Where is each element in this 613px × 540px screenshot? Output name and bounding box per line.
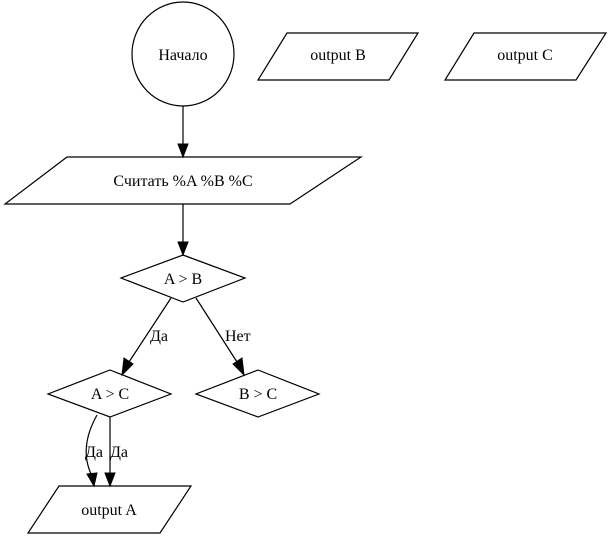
node-start[interactable]: Начало bbox=[131, 1, 235, 107]
node-read-input-label: Считать %A %B %C bbox=[113, 173, 252, 190]
edge-cond-ac-to-output-a-curved: Да bbox=[85, 414, 103, 488]
arrowhead-icon bbox=[121, 357, 134, 377]
node-start-label: Начало bbox=[158, 47, 207, 64]
node-cond-a-gt-c-label: A > C bbox=[91, 386, 129, 403]
node-cond-a-gt-b[interactable]: A > B bbox=[119, 254, 247, 303]
node-cond-a-gt-b-label: A > B bbox=[164, 271, 202, 288]
node-output-b[interactable]: output B bbox=[256, 32, 420, 81]
node-output-a[interactable]: output A bbox=[26, 485, 193, 534]
edge-start-to-read bbox=[177, 106, 189, 159]
edge-cond-ab-to-cond-ac: Да bbox=[121, 297, 172, 377]
edge-label-yes: Да bbox=[85, 444, 103, 461]
edge-read-to-cond-ab bbox=[177, 204, 189, 257]
arrowhead-icon bbox=[104, 472, 116, 488]
node-cond-a-gt-c[interactable]: A > C bbox=[46, 369, 173, 418]
arrowhead-icon bbox=[177, 241, 189, 257]
arrowhead-icon bbox=[177, 143, 189, 159]
node-output-c[interactable]: output C bbox=[443, 32, 608, 81]
edge-label-yes: Да bbox=[110, 444, 128, 461]
edge-cond-ac-to-output-a-straight: Да bbox=[104, 417, 128, 488]
arrowhead-icon bbox=[232, 357, 245, 377]
arrowhead-icon bbox=[86, 472, 98, 488]
node-output-a-label: output A bbox=[81, 502, 137, 519]
node-output-c-label: output C bbox=[497, 47, 553, 64]
node-output-b-label: output B bbox=[310, 47, 366, 64]
node-cond-b-gt-c-label: B > C bbox=[239, 386, 277, 403]
node-cond-b-gt-c[interactable]: B > C bbox=[194, 369, 321, 418]
edge-cond-ab-to-cond-bc: Нет bbox=[195, 297, 251, 377]
edge-label-no: Нет bbox=[225, 328, 251, 345]
node-read-input[interactable]: Считать %A %B %C bbox=[3, 156, 363, 205]
edge-label-yes: Да bbox=[150, 328, 168, 345]
